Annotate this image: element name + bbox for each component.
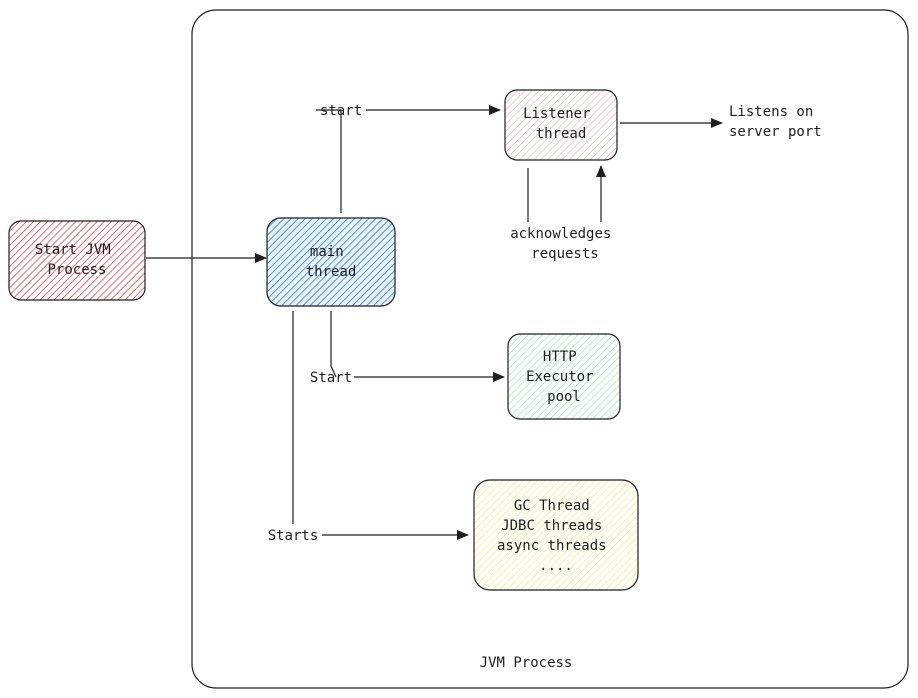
listener-thread-line-1: Listener bbox=[523, 106, 590, 122]
edge-label-Start: Start bbox=[310, 370, 352, 386]
http-executor-line-3: pool bbox=[547, 389, 581, 405]
misc-threads-line-4: .... bbox=[539, 558, 573, 574]
main-thread-node: main thread bbox=[266, 217, 396, 307]
svg-text:HTTP Executor pool: HTTP Executor pool bbox=[526, 349, 602, 405]
edge-label-listens-line-2: server port bbox=[729, 124, 822, 140]
edge-label-listens-line-1: Listens on bbox=[729, 104, 813, 120]
edge-label-acknowledges-line-2: requests bbox=[531, 246, 598, 262]
jvm-process-label: JVM Process bbox=[480, 655, 573, 671]
start-jvm-line-1: Start JVM bbox=[35, 242, 111, 258]
jvm-process-container bbox=[191, 9, 909, 689]
edge-label-acknowledges: acknowledges requests bbox=[510, 226, 620, 262]
misc-threads-line-2: JDBC threads bbox=[501, 518, 602, 534]
http-executor-line-2: Executor bbox=[526, 369, 593, 385]
svg-text:main thread: main thread bbox=[306, 244, 357, 280]
http-executor-node: HTTP Executor pool bbox=[507, 333, 621, 420]
http-executor-line-1: HTTP bbox=[543, 349, 577, 365]
svg-text:Start JVM Process: Start JVM Process bbox=[35, 242, 119, 278]
main-thread-line-1: main bbox=[310, 244, 344, 260]
misc-threads-node: GC Thread JDBC threads async threads ...… bbox=[473, 479, 639, 591]
listener-thread-line-2: thread bbox=[536, 126, 587, 142]
edge-label-Starts: Starts bbox=[268, 528, 319, 544]
misc-threads-line-1: GC Thread bbox=[514, 498, 590, 514]
edge-main-to-http bbox=[330, 311, 337, 378]
edge-label-acknowledges-line-1: acknowledges bbox=[510, 226, 611, 242]
svg-text:Listener thread: Listener thread bbox=[523, 106, 599, 142]
start-jvm-node: Start JVM Process bbox=[8, 220, 146, 301]
listener-thread-node: Listener thread bbox=[504, 89, 618, 161]
svg-text:GC Thread JDBC threads: GC Thread JDBC threads async threads ...… bbox=[497, 498, 615, 574]
misc-threads-line-3: async threads bbox=[497, 538, 607, 554]
edge-main-to-listener bbox=[316, 109, 342, 213]
edge-label-listens: Listens on server port bbox=[729, 104, 822, 140]
edge-label-start: start bbox=[320, 103, 362, 119]
start-jvm-line-2: Process bbox=[47, 262, 106, 278]
main-thread-line-2: thread bbox=[306, 264, 357, 280]
